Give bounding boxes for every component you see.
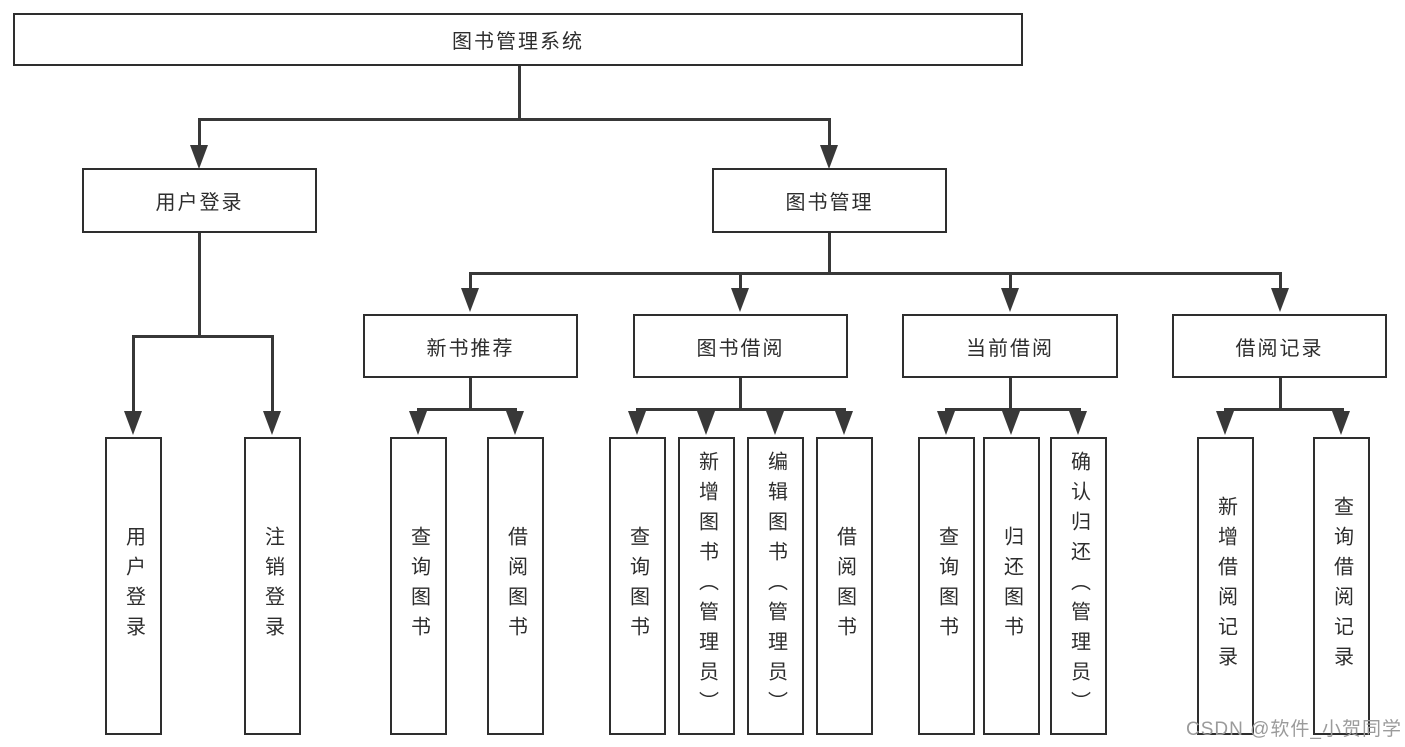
connector-book-mgmt-rail [469,272,1282,275]
watermark: CSDN @软件_小贺同学 [1186,719,1402,740]
connector-arrowhead [820,145,838,169]
node-root: 图书管理系统 [13,13,1023,66]
node-book-management: 图书管理 [712,168,947,233]
connector-user-login-stem [198,233,201,335]
node-borrowing-records: 借阅记录 [1172,314,1387,378]
node-new-book-recommend: 新书推荐 [363,314,578,378]
connector-arrowhead [506,411,524,435]
node-leaf-query-book-borrowing: 查询图书 [609,437,666,735]
connector-book-mgmt-drop [828,118,831,148]
connector-book-mgmt-stem [828,233,831,274]
connector-root-stem [518,66,521,118]
connector-l3-drop [1009,272,1012,292]
connector-arrowhead [628,411,646,435]
connector-arrowhead [190,145,208,169]
node-leaf-user-login: 用户登录 [105,437,162,735]
connector-arrowhead [409,411,427,435]
connector-arrowhead [731,288,749,312]
node-leaf-logout: 注销登录 [244,437,301,735]
connector-l3-drop [469,272,472,292]
connector-l3-drop [739,272,742,292]
connector-arrowhead [1271,288,1289,312]
connector-arrowhead [1216,411,1234,435]
connector-group-rail [945,408,1081,411]
connector-user-login-drop [198,118,201,148]
connector-group-stem [1009,378,1012,410]
connector-arrowhead [263,411,281,435]
connector-leaf-drop [271,335,274,415]
connector-arrowhead [697,411,715,435]
node-leaf-query-borrow-record: 查询借阅记录 [1313,437,1370,735]
node-leaf-confirm-return-admin: 确认归还（管理员） [1050,437,1107,735]
connector-group-stem [1279,378,1282,410]
connector-group-stem [739,378,742,410]
connector-arrowhead [835,411,853,435]
node-leaf-query-book-recommend: 查询图书 [390,437,447,735]
node-leaf-return-book: 归还图书 [983,437,1040,735]
connector-arrowhead [1002,411,1020,435]
node-leaf-add-borrow-record: 新增借阅记录 [1197,437,1254,735]
node-leaf-query-book-current: 查询图书 [918,437,975,735]
node-leaf-edit-book-admin: 编辑图书（管理员） [747,437,804,735]
connector-group-stem [469,378,472,410]
connector-user-login-rail [132,335,274,338]
node-leaf-borrow-book-recommend: 借阅图书 [487,437,544,735]
node-user-login: 用户登录 [82,168,317,233]
connector-arrowhead [124,411,142,435]
node-book-borrowing: 图书借阅 [633,314,848,378]
connector-leaf-drop [132,335,135,415]
connector-arrowhead [461,288,479,312]
connector-arrowhead [1069,411,1087,435]
connector-group-rail [1224,408,1344,411]
connector-root-rail [198,118,831,121]
node-current-borrowing: 当前借阅 [902,314,1118,378]
node-leaf-add-book-admin: 新增图书（管理员） [678,437,735,735]
connector-group-rail [636,408,846,411]
connector-l3-drop [1279,272,1282,292]
connector-arrowhead [1001,288,1019,312]
node-leaf-borrow-book-borrowing: 借阅图书 [816,437,873,735]
connector-arrowhead [766,411,784,435]
connector-arrowhead [1332,411,1350,435]
connector-group-rail [417,408,517,411]
connector-arrowhead [937,411,955,435]
